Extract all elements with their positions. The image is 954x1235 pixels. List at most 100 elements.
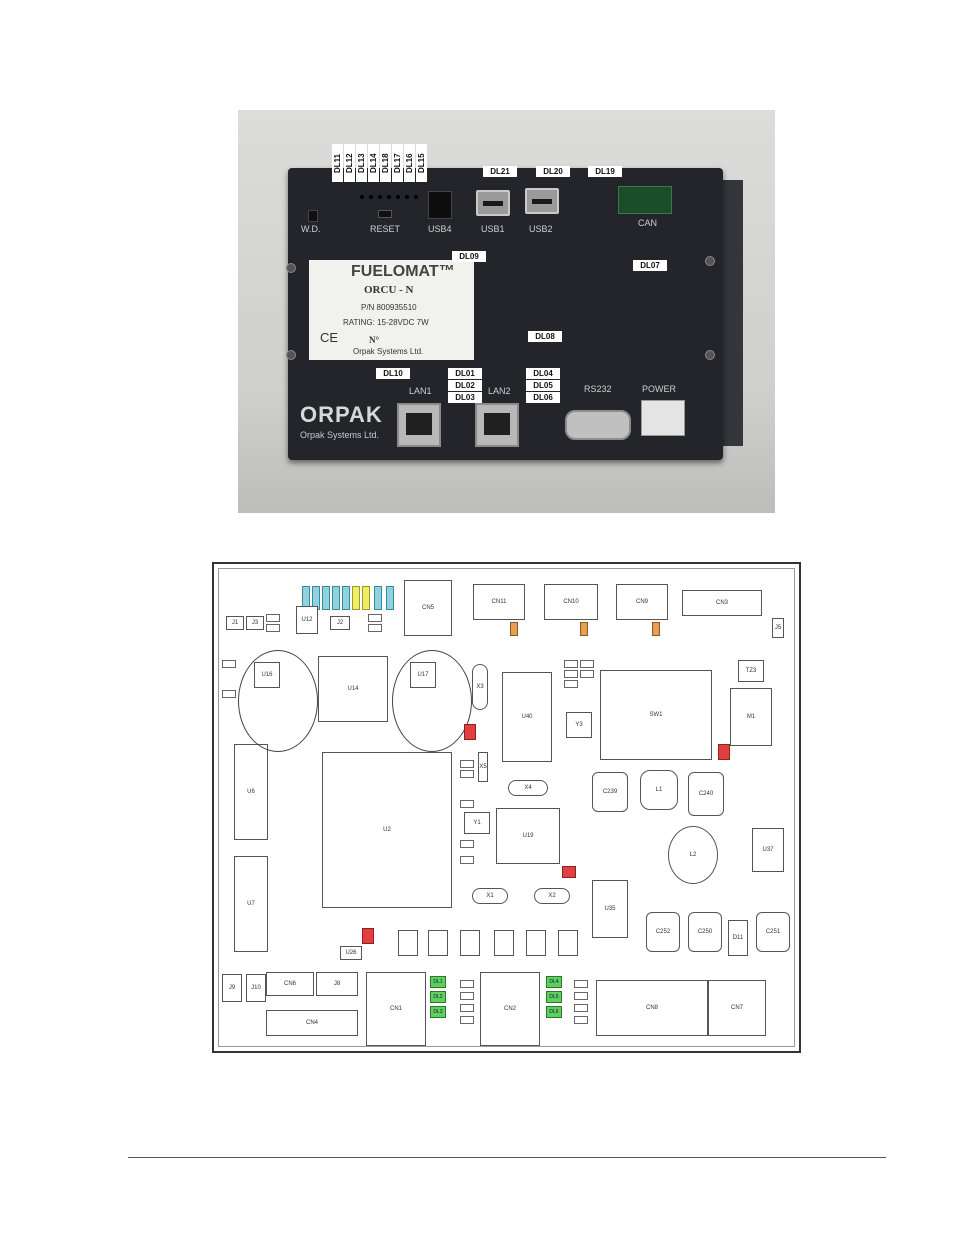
pcb-cn10: CN10: [544, 584, 598, 620]
pcb-led: [386, 586, 394, 610]
pcb-dl4: DL4: [546, 976, 562, 988]
can-connector: [618, 186, 672, 214]
pcb-l1: L1: [640, 770, 678, 810]
pcb-y3: Y3: [566, 712, 592, 738]
label-dl09: DL09: [452, 251, 486, 262]
pcb-cn7: CN7: [708, 980, 766, 1036]
pcb-passive: [460, 1016, 474, 1024]
orpak-logo: ORPAK: [300, 402, 383, 427]
pcb-part: [460, 930, 480, 956]
label-dl08: DL08: [528, 331, 562, 342]
pcb-x4: X4: [508, 780, 548, 796]
rs232-port: [565, 410, 631, 440]
usb2-port: [525, 188, 559, 214]
usb1-label: USB1: [481, 224, 505, 234]
led-hole: [387, 195, 391, 199]
pcb-tz3: TZ3: [738, 660, 764, 682]
pcb-c251: C251: [756, 912, 790, 952]
led-hole: [414, 195, 418, 199]
pcb-passive: [222, 660, 236, 668]
pcb-d11: D11: [728, 920, 748, 956]
pcb-part: [526, 930, 546, 956]
label-dl11: DL11: [332, 144, 343, 182]
usb2-label: USB2: [529, 224, 553, 234]
enclosure-side: [721, 180, 743, 446]
model-name: ORCU - N: [364, 284, 414, 296]
pcb-dl1: DL1: [430, 976, 446, 988]
pcb-passive: [574, 980, 588, 988]
pcb-j1: J1: [226, 616, 244, 630]
label-dl15: DL15: [416, 144, 427, 182]
pcb-cn2: CN2: [480, 972, 540, 1046]
pcb-u40: U40: [502, 672, 552, 762]
pcb-passive: [460, 1004, 474, 1012]
pcb-part: [428, 930, 448, 956]
label-dl17: DL17: [392, 144, 403, 182]
pcb-c240: C240: [688, 772, 724, 816]
screw: [286, 350, 296, 360]
screw: [705, 350, 715, 360]
pcb-circle-mark: [392, 650, 472, 752]
led-hole: [360, 195, 364, 199]
power-label: POWER: [642, 384, 677, 394]
pcb-passive: [460, 760, 474, 768]
pcb-part: [558, 930, 578, 956]
usb4-label: USB4: [428, 224, 452, 234]
pcb-cn9: CN9: [616, 584, 668, 620]
pcb-led: [332, 586, 340, 610]
pcb-led: [362, 586, 370, 610]
pcb-passive: [564, 670, 578, 678]
part-number: P/N 800935510: [361, 303, 417, 312]
lan1-port: [397, 403, 441, 447]
pcb-x5: X5: [478, 752, 488, 782]
pcb-cn5: CN5: [404, 580, 452, 636]
pcb-cn4: CN4: [266, 1010, 358, 1036]
pcb-dl2: DL2: [430, 991, 446, 1003]
pcb-passive: [460, 770, 474, 778]
label-dl07: DL07: [633, 260, 667, 271]
label-dl06: DL06: [526, 392, 560, 403]
pcb-u14: U14: [318, 656, 388, 722]
pcb-led-red: [718, 744, 730, 760]
ce-mark: CE: [320, 330, 339, 345]
pcb-passive: [266, 614, 280, 622]
footer-rule: [128, 1157, 886, 1158]
orpak-subtitle: Orpak Systems Ltd.: [300, 430, 380, 440]
pcb-dl6: DL6: [546, 1006, 562, 1018]
pcb-x1: X1: [472, 888, 508, 904]
pcb-c239: C239: [592, 772, 628, 812]
label-dl16: DL16: [404, 144, 415, 182]
pcb-passive: [574, 1004, 588, 1012]
serial-mark: N°: [369, 335, 380, 345]
led-hole: [378, 195, 382, 199]
pcb-u7: U7: [234, 856, 268, 952]
pcb-led: [652, 622, 660, 636]
can-label: CAN: [638, 218, 658, 228]
pcb-passive: [460, 856, 474, 864]
pcb-passive: [460, 840, 474, 848]
pcb-passive: [574, 1016, 588, 1024]
pcb-j10: J10: [246, 974, 266, 1002]
pcb-x3: X3: [472, 664, 488, 710]
rs232-label: RS232: [584, 384, 612, 394]
pcb-part: [398, 930, 418, 956]
pcb-led: [322, 586, 330, 610]
label-dl18: DL18: [380, 144, 391, 182]
lan1-label: LAN1: [409, 386, 432, 396]
led-hole: [396, 195, 400, 199]
usb1-port: [476, 190, 510, 216]
pcb-l2: L2: [668, 826, 718, 884]
maker-name: Orpak Systems Ltd.: [353, 347, 424, 356]
pcb-x2: X2: [534, 888, 570, 904]
pcb-led-red: [464, 724, 476, 740]
pcb-passive: [460, 992, 474, 1000]
pcb-c252: C252: [646, 912, 680, 952]
pcb-cn11: CN11: [473, 584, 525, 620]
label-dl21: DL21: [483, 166, 517, 177]
pcb-passive: [368, 624, 382, 632]
pcb-passive: [368, 614, 382, 622]
pcb-led: [342, 586, 350, 610]
pcb-j3: J3: [246, 616, 264, 630]
label-dl13: DL13: [356, 144, 367, 182]
label-dl12: DL12: [344, 144, 355, 182]
